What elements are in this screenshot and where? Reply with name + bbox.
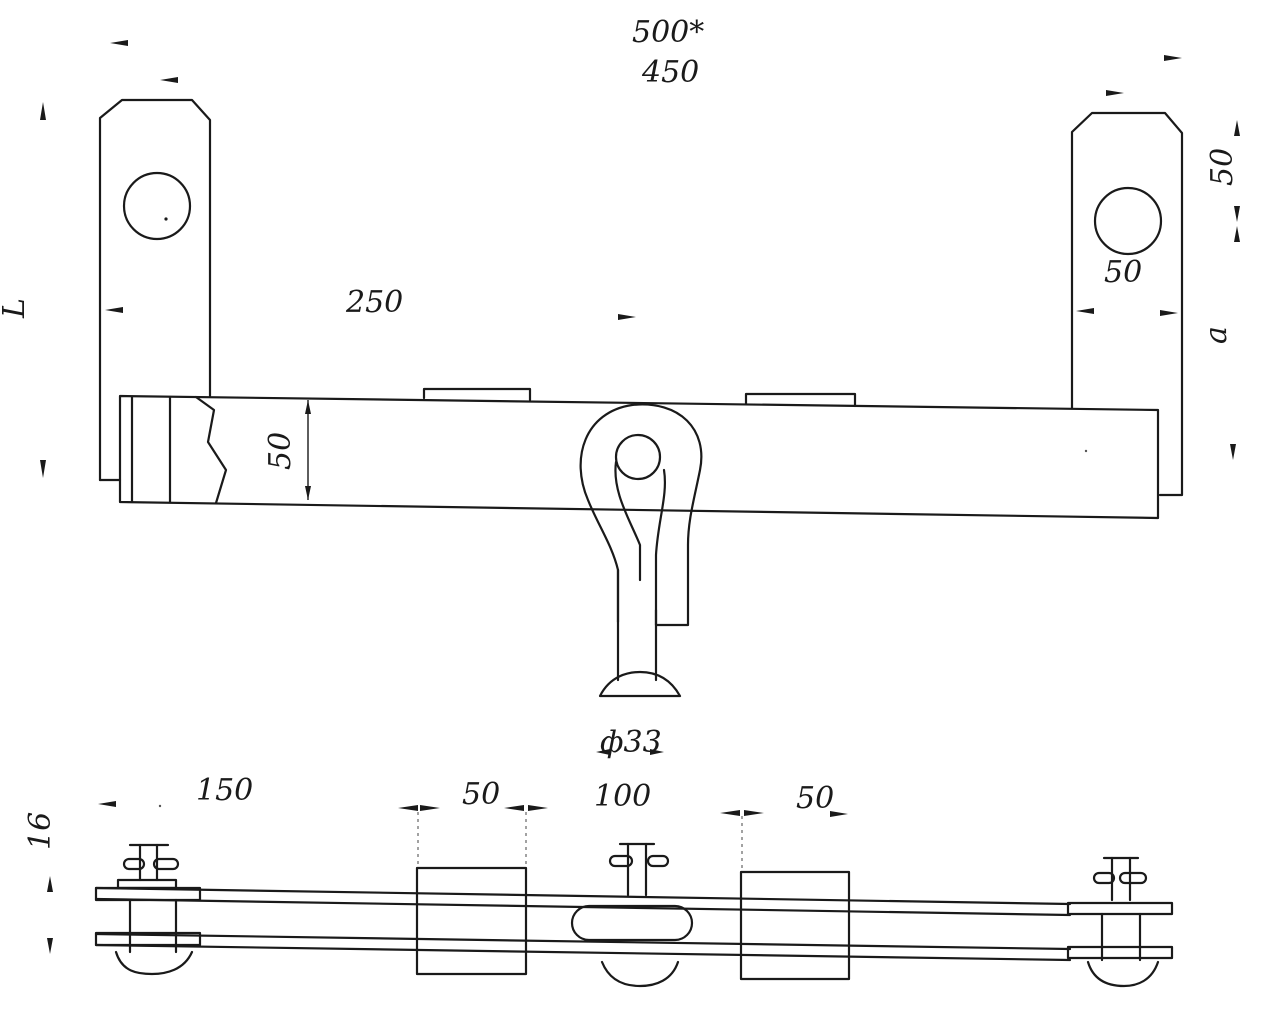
- left-end-plate-lower: [94, 931, 202, 947]
- right-mounting-plate: [1070, 111, 1184, 497]
- right-plate-hole: [1093, 186, 1163, 256]
- dim-arrow-100-right: [528, 805, 548, 811]
- dim-block-width-right: 50: [796, 781, 834, 816]
- dim-arrow-a-bottom: [1230, 444, 1236, 460]
- hook-foot: [598, 670, 682, 698]
- dim-arrow-500-right: [1164, 55, 1182, 61]
- dim-arrow-50a-right: [420, 805, 440, 811]
- dim-arrow-pin-right: [650, 749, 664, 755]
- right-end-plate-lower: [1066, 945, 1174, 960]
- right-roller: [1086, 960, 1160, 988]
- dim-arrow-150-left: [98, 801, 116, 807]
- dim-arrow-100-left: [504, 805, 524, 811]
- dim-arrow-plate-width-left: [1076, 308, 1094, 314]
- bar-boss-right: [744, 392, 857, 408]
- bar-break-line: [194, 395, 228, 505]
- center-slot: [570, 904, 694, 942]
- dim-arrow-450-left: [160, 77, 178, 83]
- center-bolt-assembly: [570, 842, 694, 988]
- dim-arrow-L-bottom: [40, 460, 46, 478]
- dim-arrow-250-right: [618, 314, 636, 320]
- side-speck: [158, 804, 162, 808]
- side-view: 150 50 100 50 16: [23, 773, 1174, 988]
- dim-thickness: 16: [23, 812, 58, 850]
- right-block: [739, 870, 851, 981]
- dim-arrow-50b-left: [720, 810, 740, 816]
- dim-total-length: L: [0, 298, 32, 319]
- dim-block-width-left: 50: [462, 777, 500, 812]
- dim-arrow-bar-height-bottom: [305, 486, 311, 500]
- top-view: 500* 450 250 50 ф33 50 L 50 a: [0, 15, 1240, 760]
- dim-bar-height: 50: [263, 432, 298, 470]
- dim-center-distance: 450: [641, 55, 699, 90]
- hook-eye-bolt: [579, 403, 703, 698]
- dim-end-offset: 150: [196, 773, 253, 808]
- dim-half-length: 250: [345, 285, 403, 320]
- left-block: [415, 866, 528, 976]
- side-rail-top-upper: [94, 886, 1072, 906]
- left-mounting-plate: [98, 98, 212, 482]
- side-rail-bottom-lower: [94, 943, 1072, 962]
- center-roller: [600, 960, 680, 988]
- dim-arrow-50a-left: [398, 805, 418, 811]
- main-bar: [118, 394, 1160, 520]
- left-plate-hole-center: [164, 217, 168, 221]
- dim-arrow-500-left: [110, 40, 128, 46]
- dim-plate-width: 50: [1104, 255, 1142, 290]
- dim-overall-length: 500*: [632, 15, 704, 50]
- left-bolt-assembly: [114, 843, 194, 976]
- dim-gap: 100: [594, 779, 651, 814]
- left-plate-hole: [122, 171, 192, 241]
- dim-plate-top: 50: [1205, 148, 1240, 186]
- right-bolt-assembly: [1086, 856, 1160, 988]
- dim-arrow-plate-width-right: [1160, 310, 1178, 316]
- dim-arrow-a-top: [1234, 226, 1240, 242]
- dim-plate-offset: a: [1199, 326, 1234, 344]
- dim-arrow-L-top: [40, 102, 46, 120]
- dim-arrow-16-top: [47, 876, 53, 892]
- side-rail-bottom-upper: [94, 932, 1072, 951]
- right-end-plate-upper: [1066, 901, 1174, 916]
- bar-boss-left: [422, 387, 532, 402]
- dim-arrow-16-bottom: [47, 938, 53, 954]
- dim-arrow-pin-left: [596, 749, 610, 755]
- dim-arrow-50b-right: [744, 810, 764, 816]
- hook-inner-loop: [654, 468, 666, 627]
- drawing-speck: [1084, 449, 1088, 453]
- dim-pin-diameter: ф33: [600, 725, 662, 760]
- dim-arrow-450-right: [1106, 90, 1124, 96]
- left-roller: [114, 950, 194, 976]
- dim-arrow-bar-height-top: [305, 400, 311, 414]
- hook-pin: [614, 433, 662, 481]
- dim-arrow-250-left: [105, 307, 123, 313]
- hook-outer-eye: [579, 403, 703, 627]
- hook-inner-shank: [614, 460, 642, 582]
- dim-arrow-50b-end: [830, 811, 848, 817]
- dim-arrow-50-top-up: [1234, 120, 1240, 136]
- dim-arrow-50-top-down: [1234, 206, 1240, 222]
